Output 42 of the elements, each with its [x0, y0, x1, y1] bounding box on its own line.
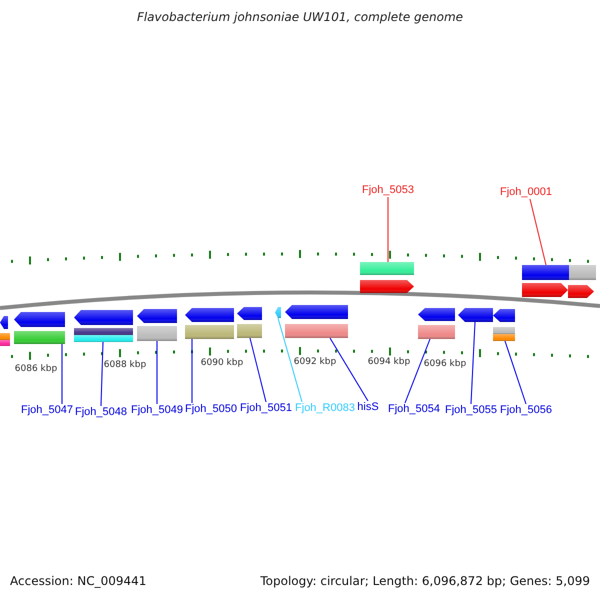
gene-label: Fjoh_5049: [131, 404, 183, 417]
leader-line: [100, 342, 104, 406]
genome-info-text: Topology: circular; Length: 6,096,872 bp; Genes: 5,099: [260, 574, 590, 588]
gene-label: hisS: [357, 401, 379, 414]
gene-label: Fjoh_R0083: [295, 402, 355, 415]
scale-label: 6092 kbp: [294, 357, 336, 368]
gene-feature: [360, 262, 414, 275]
leader-line: [530, 198, 546, 266]
gene-feature: [14, 331, 65, 344]
gene-feature: [74, 328, 133, 342]
accession-text: Accession: NC_009441: [10, 574, 146, 588]
leader-line: [404, 338, 430, 404]
scale-label: 6094 kbp: [368, 357, 410, 368]
scale-label: 6088 kbp: [104, 360, 146, 371]
gene-feature: [237, 324, 262, 338]
leader-line: [156, 340, 158, 404]
gene-feature: [522, 265, 596, 280]
gene-feature: [185, 325, 234, 339]
gene-label: Fjoh_5056: [500, 404, 552, 417]
gene-label: Fjoh_5048: [75, 406, 127, 419]
gene-label: Fjoh_5050: [185, 403, 237, 416]
leader-line: [250, 338, 266, 402]
gene-label: Fjoh_0001: [500, 186, 552, 199]
leader-line: [330, 338, 368, 402]
gene-label: Fjoh_5054: [388, 403, 440, 416]
leader-line: [504, 340, 526, 404]
gene-label: Fjoh_5051: [240, 402, 292, 415]
gene-feature: [285, 324, 348, 338]
leader-line: [278, 318, 302, 402]
scale-label: 6090 kbp: [200, 358, 244, 369]
scale-label: 6086 kbp: [14, 364, 58, 375]
gene-feature: [458, 308, 493, 322]
chart-title: Flavobacterium johnsoniae UW101, complete genome: [136, 10, 464, 24]
scale-label: 6096 kbp: [424, 359, 466, 370]
gene-feature: [275, 307, 281, 318]
leader-line: [470, 322, 476, 404]
gene-feature: [493, 327, 515, 341]
gene-label: Fjoh_5053: [362, 184, 414, 197]
gene-label: Fjoh_5055: [445, 404, 497, 417]
gene-label: Fjoh_5047: [21, 404, 73, 417]
gene-feature: [418, 325, 455, 339]
gene-feature: [137, 326, 177, 341]
